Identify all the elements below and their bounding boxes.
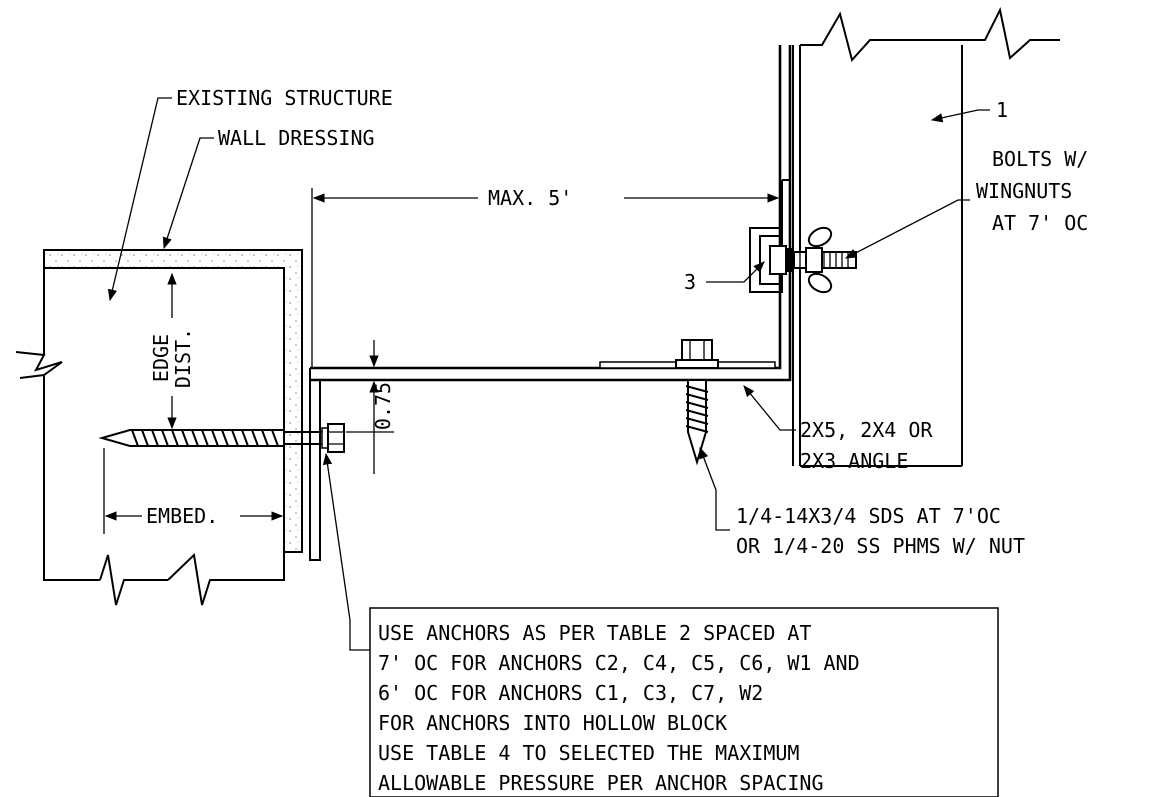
sds-screw: [675, 339, 719, 466]
label-edge-dist-2: DIST.: [171, 328, 195, 388]
label-item-1: 1: [996, 98, 1008, 122]
angle-bracket: [309, 45, 792, 561]
label-angle-1: 2X5, 2X4 OR: [800, 418, 933, 442]
leader-lines: [107, 97, 990, 651]
anchor-note-box: USE ANCHORS AS PER TABLE 2 SPACED AT 7' …: [369, 607, 999, 797]
dimension-embed: [103, 448, 284, 534]
note-line: 7' OC FOR ANCHORS C2, C4, C5, C6, W1 AND: [378, 651, 860, 675]
label-screw-2: OR 1/4-20 SS PHMS W/ NUT: [736, 534, 1025, 558]
dimension-max: [311, 188, 780, 368]
label-edge-dist-1: EDGE: [149, 334, 173, 382]
panel-item-1: [792, 6, 1060, 467]
wall-anchor: [98, 423, 345, 453]
label-max-dimension: MAX. 5': [488, 186, 572, 210]
label-thickness: 0.75: [371, 382, 395, 430]
clip-item-3: [749, 179, 790, 293]
label-bolts-1: BOLTS W/: [992, 147, 1088, 171]
note-line: USE ANCHORS AS PER TABLE 2 SPACED AT: [378, 621, 811, 645]
label-screw-1: 1/4-14X3/4 SDS AT 7'OC: [736, 504, 1001, 528]
dimension-thickness: [330, 340, 394, 474]
label-wall-dressing: WALL DRESSING: [218, 126, 375, 150]
label-angle-2: 2X3 ANGLE: [800, 449, 908, 473]
label-embed: EMBED.: [146, 504, 218, 528]
note-line: ALLOWABLE PRESSURE PER ANCHOR SPACING: [378, 771, 824, 795]
label-item-3: 3: [684, 270, 696, 294]
label-existing-structure: EXISTING STRUCTURE: [176, 86, 393, 110]
bolt-wingnut: [786, 226, 857, 294]
existing-structure: [15, 249, 303, 606]
note-line: 6' OC FOR ANCHORS C1, C3, C7, W2: [378, 681, 763, 705]
label-bolts-2: WINGNUTS: [976, 179, 1072, 203]
label-bolts-3: AT 7' OC: [992, 211, 1088, 235]
note-line: FOR ANCHORS INTO HOLLOW BLOCK: [378, 711, 727, 735]
note-line: USE TABLE 4 TO SELECTED THE MAXIMUM: [378, 741, 799, 765]
